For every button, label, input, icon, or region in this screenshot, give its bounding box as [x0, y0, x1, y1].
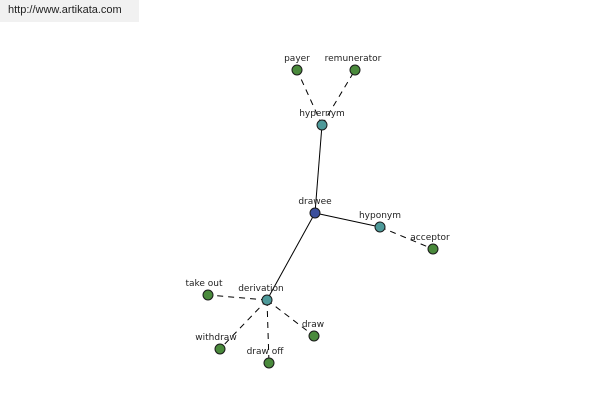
- node-label-draw-off[interactable]: draw off: [247, 347, 285, 357]
- graph-edges: [207, 69, 434, 364]
- node-drawee[interactable]: [309, 207, 321, 219]
- graph-labels: drawee hypernym hyponym derivation payer remu…: [185, 54, 450, 357]
- node-derivation[interactable]: [261, 294, 273, 306]
- node-hypernym[interactable]: [316, 119, 328, 131]
- edge-hyponym-acceptor: [379, 226, 434, 250]
- node-label-acceptor[interactable]: acceptor: [410, 233, 450, 243]
- node-payer[interactable]: [291, 64, 303, 76]
- edge-derivation-withdraw: [219, 299, 268, 350]
- node-acceptor[interactable]: [427, 243, 439, 255]
- node-take-out[interactable]: [202, 289, 214, 301]
- node-draw[interactable]: [308, 330, 320, 342]
- node-label-draw[interactable]: draw: [302, 320, 324, 330]
- edge-drawee-derivation: [266, 212, 316, 301]
- node-label-drawee[interactable]: drawee: [298, 197, 332, 207]
- edge-drawee-hypernym: [314, 124, 323, 214]
- node-withdraw[interactable]: [214, 343, 226, 355]
- node-label-withdraw[interactable]: withdraw: [195, 333, 236, 343]
- node-label-take-out[interactable]: take out: [185, 279, 223, 289]
- node-label-derivation[interactable]: derivation: [238, 284, 284, 294]
- node-label-payer[interactable]: payer: [284, 54, 310, 64]
- node-draw-off[interactable]: [263, 357, 275, 369]
- node-label-remunerator[interactable]: remunerator: [325, 54, 382, 64]
- graph-nodes: [202, 64, 439, 369]
- node-label-hyponym[interactable]: hyponym: [359, 211, 401, 221]
- node-remunerator[interactable]: [349, 64, 361, 76]
- edge-derivation-draw: [266, 299, 315, 337]
- url-link[interactable]: http://www.artikata.com: [8, 4, 122, 16]
- edge-derivation-take-out: [207, 294, 268, 301]
- node-label-hypernym[interactable]: hypernym: [299, 109, 345, 119]
- url-banner: http://www.artikata.com: [0, 0, 139, 22]
- edge-drawee-hyponym: [314, 212, 381, 228]
- node-hyponym[interactable]: [374, 221, 386, 233]
